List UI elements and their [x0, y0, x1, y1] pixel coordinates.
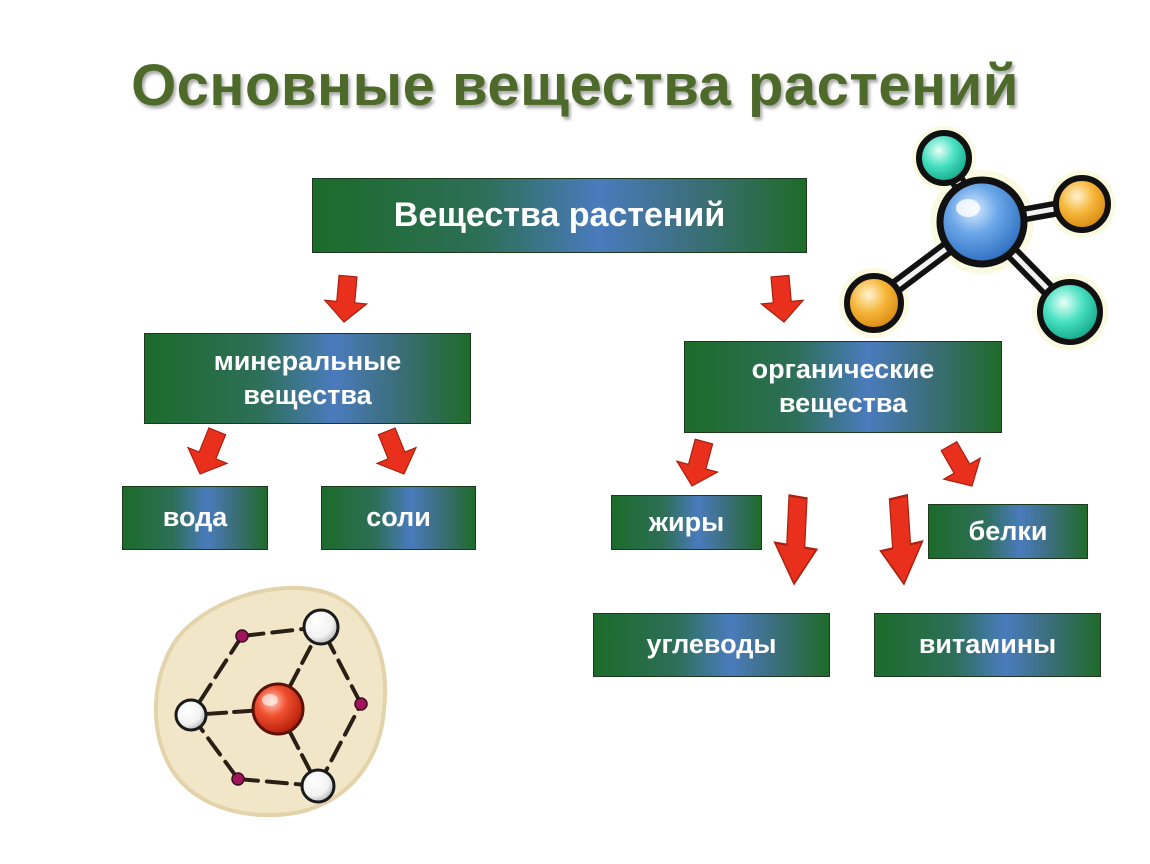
node-root: Вещества растений — [312, 178, 807, 253]
node-proteins: белки — [928, 504, 1088, 559]
arrow-organic-to-vitamins — [876, 491, 926, 591]
node-water: вода — [122, 486, 268, 550]
arrow-organic-to-fats — [671, 435, 725, 493]
arrow-root-to-organic — [758, 273, 806, 325]
node-organic: органические вещества — [684, 341, 1002, 433]
node-vitamins: витамины — [874, 613, 1101, 677]
arrow-mineral-to-salts — [366, 422, 425, 483]
node-mineral: минеральные вещества — [144, 333, 471, 424]
node-salts: соли — [321, 486, 476, 550]
node-fats: жиры — [611, 495, 762, 550]
page-title: Основные вещества растений — [131, 53, 1019, 118]
arrow-organic-to-proteins — [930, 435, 991, 498]
arrow-organic-to-carbs — [771, 492, 821, 589]
arrow-mineral-to-water — [179, 422, 238, 483]
node-carbs: углеводы — [593, 613, 830, 677]
arrow-root-to-mineral — [322, 273, 370, 325]
